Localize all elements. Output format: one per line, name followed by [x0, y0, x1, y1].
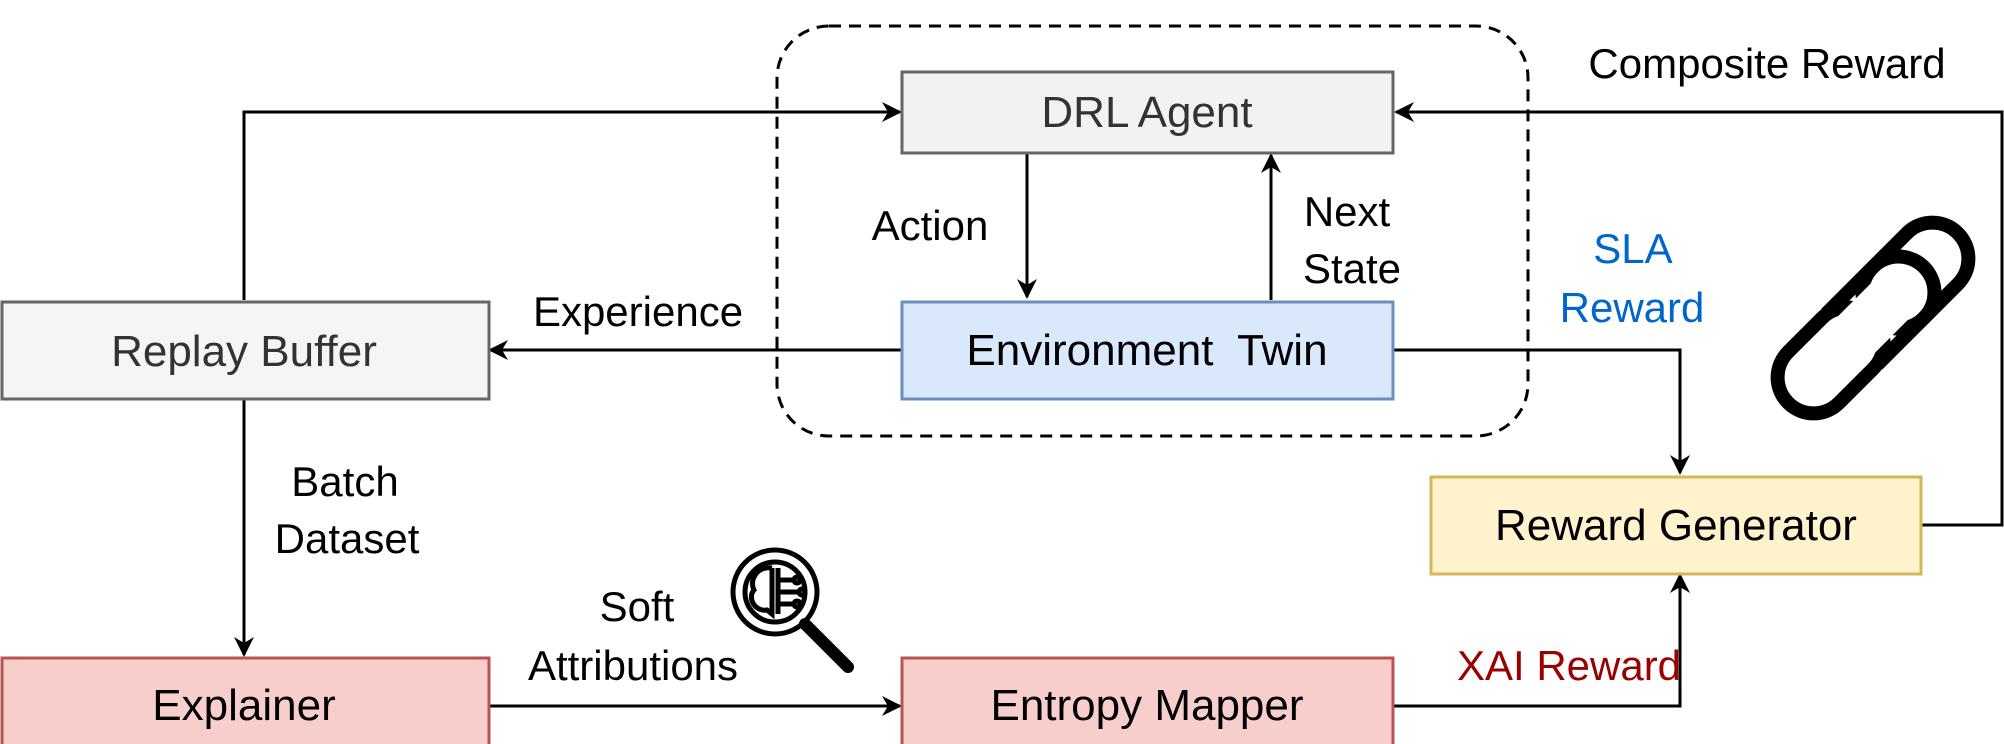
edge-replay-to-agent [242, 102, 902, 300]
explainer-label: Explainer [152, 681, 335, 730]
reward-generator-label: Reward Generator [1495, 501, 1857, 550]
edge-sla-reward [1393, 348, 1690, 475]
label-soft-attributions-2: Attributions [528, 642, 738, 689]
edge-xai-reward [1393, 573, 1690, 708]
edge-composite-reward [1394, 102, 2004, 527]
connectors [234, 102, 2004, 716]
label-composite-reward: Composite Reward [1588, 40, 1945, 87]
label-sla-reward-1: SLA [1593, 225, 1672, 272]
environment-twin-label: Environment Twin [966, 326, 1327, 375]
drl-agent-label: DRL Agent [1041, 88, 1252, 137]
label-next-state-1: Next [1304, 188, 1391, 235]
label-soft-attributions-1: Soft [600, 583, 675, 630]
label-action: Action [872, 202, 989, 249]
node-explainer: Explainer [0, 656, 491, 744]
node-environment-twin: Environment Twin [900, 300, 1395, 401]
node-reward-generator: Reward Generator [1429, 475, 1923, 576]
node-drl-agent: DRL Agent [900, 70, 1395, 155]
label-sla-reward-2: Reward [1560, 284, 1705, 331]
bars-logo-icon [52, 486, 164, 626]
label-experience: Experience [533, 288, 743, 335]
label-next-state-2: State [1303, 245, 1401, 292]
label-xai-reward: XAI Reward [1457, 642, 1681, 689]
agent-env-group [775, 24, 1530, 438]
node-replay-buffer: Replay Buffer [0, 300, 491, 401]
node-entropy-mapper: Entropy Mapper [900, 656, 1395, 744]
label-batch-dataset-2: Dataset [275, 515, 420, 562]
replay-buffer-label: Replay Buffer [111, 327, 377, 376]
brain-search-icon [730, 547, 854, 673]
entropy-mapper-label: Entropy Mapper [990, 681, 1303, 730]
label-batch-dataset-1: Batch [291, 458, 398, 505]
